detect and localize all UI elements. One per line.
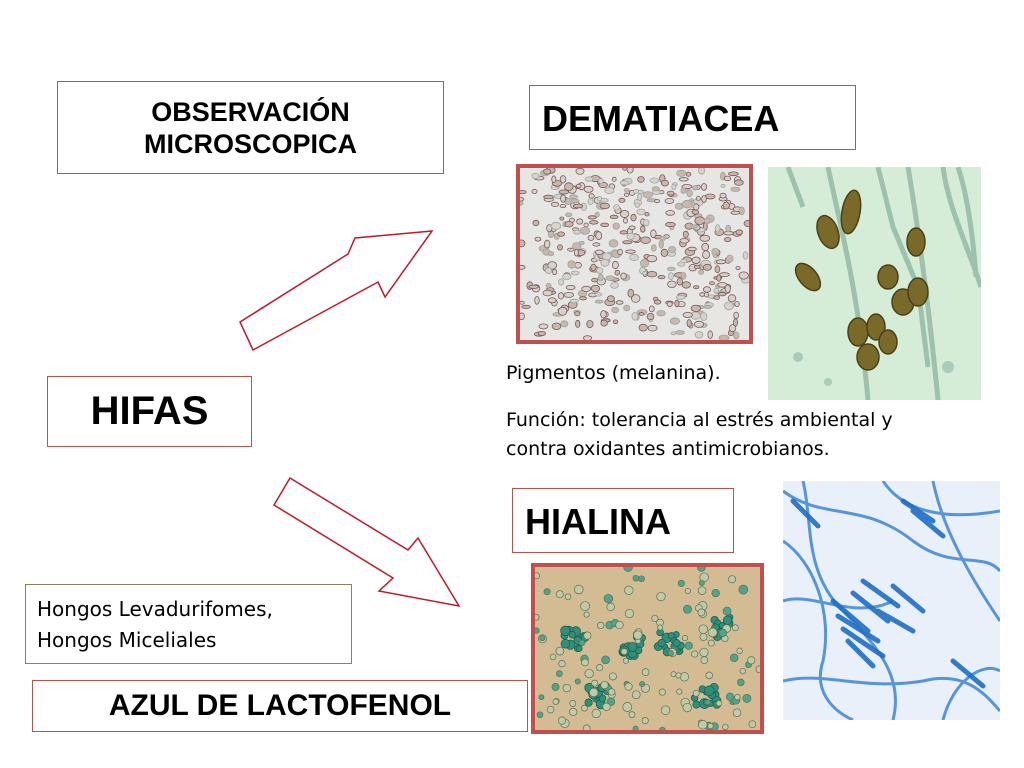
dematiacea-label: DEMATIACEA [542, 98, 780, 139]
hongos-line-2: Hongos Miceliales [37, 628, 217, 652]
hifas-label: HIFAS [90, 389, 209, 433]
hialina-label: HIALINA [525, 501, 671, 542]
hialina-hyphae-image [783, 481, 1000, 720]
observacion-title: OBSERVACIÓN MICROSCOPICA [143, 96, 357, 159]
dematiacea-hyphae-photo [768, 167, 981, 400]
azul-lactofenol-label: AZUL DE LACTOFENOL [108, 689, 452, 722]
dematiacea-box: DEMATIACEA [529, 85, 856, 150]
dematiacea-yeast-image [516, 164, 753, 344]
pigment-text: Pigmentos (melanina). [506, 362, 721, 384]
hongos-box: Hongos Levadurifomes, Hongos Miceliales [25, 584, 352, 664]
dematiacea-hyphae-image [768, 167, 981, 400]
hialina-hyphae-photo [783, 481, 1000, 720]
azul-lactofenol-box: AZUL DE LACTOFENOL [32, 680, 528, 732]
observacion-title-box: OBSERVACIÓN MICROSCOPICA [57, 81, 444, 174]
hialina-yeast-photo [535, 567, 760, 730]
hongos-line-1: Hongos Levadurifomes, [37, 597, 273, 621]
dematiacea-yeast-photo [520, 168, 749, 340]
hialina-yeast-image [531, 563, 764, 734]
hifas-box: HIFAS [47, 376, 252, 447]
hialina-box: HIALINA [512, 488, 734, 553]
function-text: Función: tolerancia al estrés ambiental … [506, 409, 893, 460]
